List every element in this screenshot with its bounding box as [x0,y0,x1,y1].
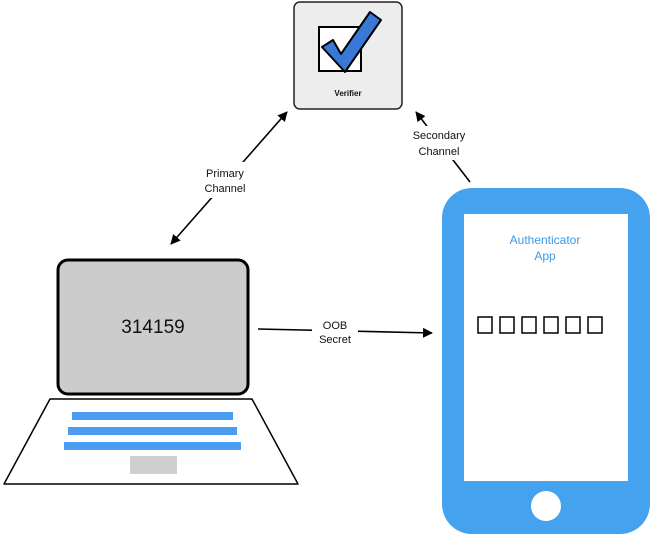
secondary-channel-label-line2: Channel [419,146,460,158]
primary-channel-label-line1: Primary [206,168,244,180]
verifier-node: Verifier [293,1,403,110]
code-slot[interactable] [521,316,537,334]
secondary-channel-label-line1: Secondary [413,130,466,142]
laptop: 314159 [3,258,299,485]
laptop-base [3,398,299,485]
phone: Authenticator App [442,188,650,534]
primary-channel-label-line2: Channel [205,183,246,195]
phone-screen [464,214,628,481]
app-title-line1: Authenticator [510,233,581,247]
code-slot[interactable] [565,316,581,334]
home-button[interactable] [531,491,561,521]
code-slot[interactable] [477,316,493,334]
laptop-screen-code: 314159 [121,317,184,338]
code-slot[interactable] [499,316,515,334]
keyboard-row-2 [68,427,237,435]
code-slots [477,316,603,334]
app-title-line2: App [534,249,556,263]
oob-secret-label-line2: Secret [319,334,351,346]
trackpad [130,456,177,474]
oob-secret-label-line1: OOB [323,320,347,332]
keyboard-row-3 [64,442,241,450]
code-slot[interactable] [543,316,559,334]
verifier-label: Verifier [334,89,361,98]
checkmark-icon [321,11,382,73]
laptop-screen [56,258,250,396]
keyboard-row-1 [72,412,233,420]
code-slot[interactable] [587,316,603,334]
